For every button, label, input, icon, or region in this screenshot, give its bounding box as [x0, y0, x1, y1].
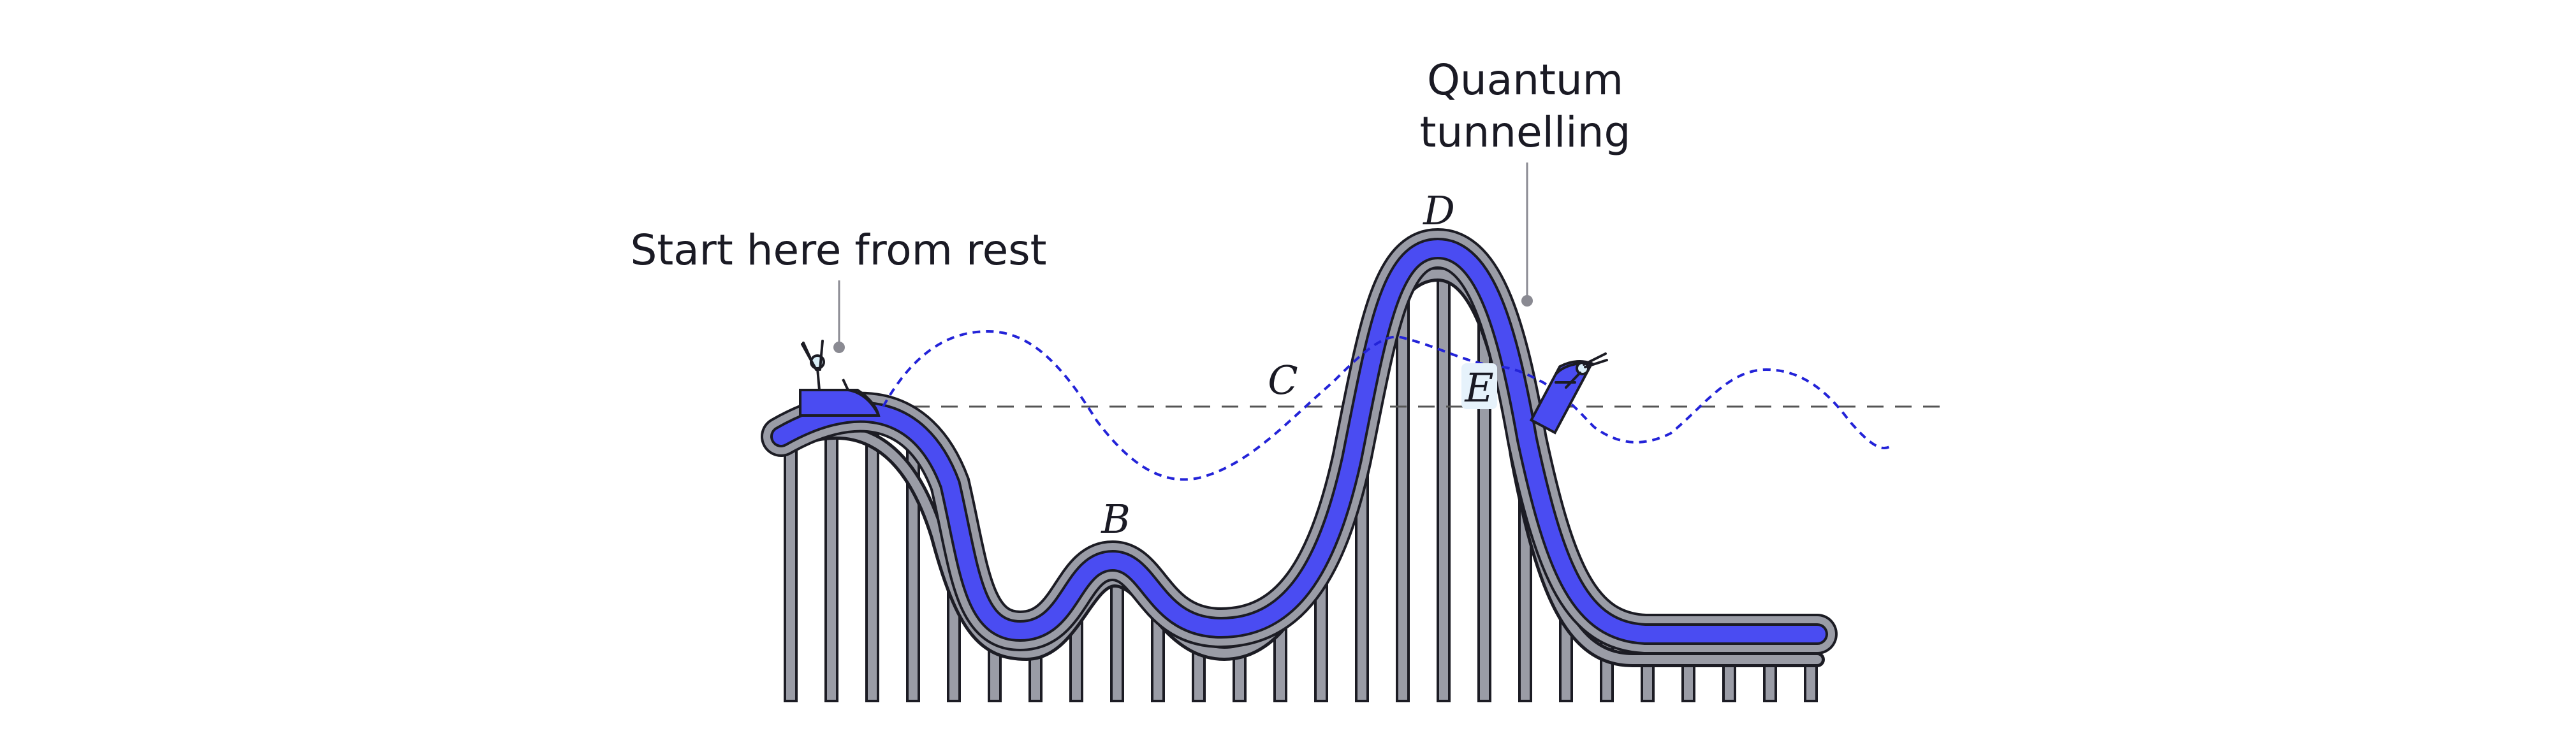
point-label-b: B: [1101, 496, 1131, 542]
tunnelling-label-line2: tunnelling: [1420, 108, 1631, 157]
point-label-e-highlight: [1461, 363, 1497, 409]
tunnelling-label-line1: Quantum: [1427, 55, 1623, 105]
support-post: [784, 430, 798, 702]
start-callout: Start here from rest: [630, 226, 1047, 353]
tunnelling-callout: Quantum tunnelling: [1420, 55, 1631, 307]
person-arms-up-icon: [801, 340, 825, 391]
start-label: Start here from rest: [630, 226, 1046, 275]
point-label-c: C: [1268, 357, 1298, 403]
main-track: [781, 249, 1817, 634]
support-post: [1437, 247, 1451, 702]
point-label-d: D: [1423, 187, 1455, 234]
start-cart: [799, 340, 881, 417]
person-arms-up-icon: [1555, 352, 1608, 389]
support-post: [865, 411, 879, 702]
roller-coaster-cart-icon: [799, 379, 881, 417]
point-label-e: E: [1464, 365, 1493, 411]
support-post: [824, 414, 838, 702]
